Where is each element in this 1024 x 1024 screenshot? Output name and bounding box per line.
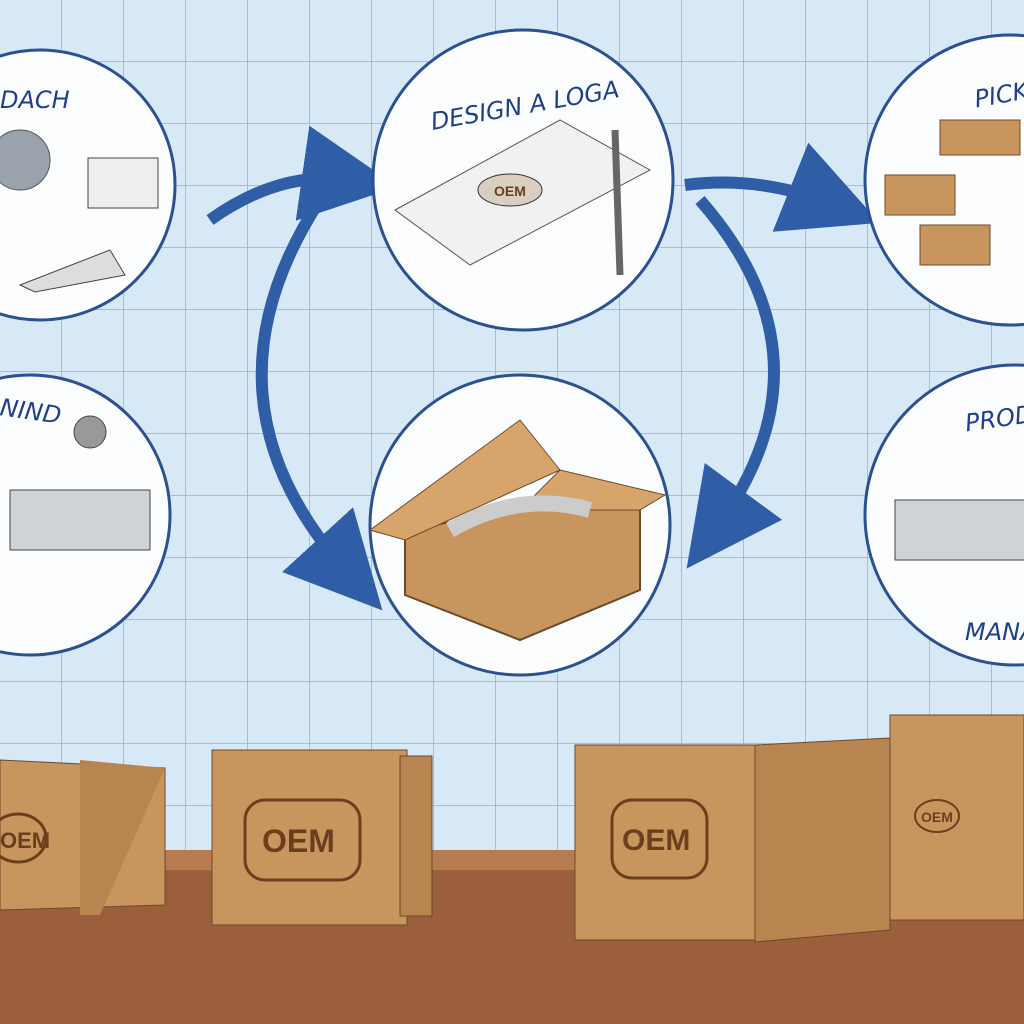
svg-text:MANAF: MANAF [965,618,1024,646]
step-circle-top-right: PICKR [863,33,1024,327]
svg-text:DACH: DACH [0,86,70,114]
cardboard-box-1: OEM [0,759,166,915]
cardboard-box-2: OEM [211,749,433,926]
arrow-left-down [255,196,383,611]
step-circle-design-logo: DESIGN A LOGA OEM [371,28,675,332]
computer-icon [87,157,159,209]
machinery-icon [9,489,151,551]
machinery-icon [894,499,1024,561]
svg-text:OEM: OEM [0,828,50,853]
arrow-left-top [206,125,398,225]
step-circle-mid-left: NIND [0,373,172,657]
step-circle-mid-right: PRODU MANAF [863,363,1024,667]
step-circle-box [368,373,672,677]
svg-text:OEM: OEM [622,824,690,857]
svg-text:OEM: OEM [494,183,526,199]
svg-text:OEM: OEM [262,823,335,859]
cardboard-box-3: OEM [574,737,891,943]
process-arrows [206,125,880,611]
pen-icon [611,129,624,276]
step-circle-top-left: DACH [0,48,177,322]
arrow-right-down [686,196,783,569]
arrow-right-top [684,142,880,232]
cardboard-box-4: OEM [889,714,1024,921]
svg-text:OEM: OEM [921,809,953,825]
gear-icon [73,415,107,449]
gear-icon [0,129,51,191]
